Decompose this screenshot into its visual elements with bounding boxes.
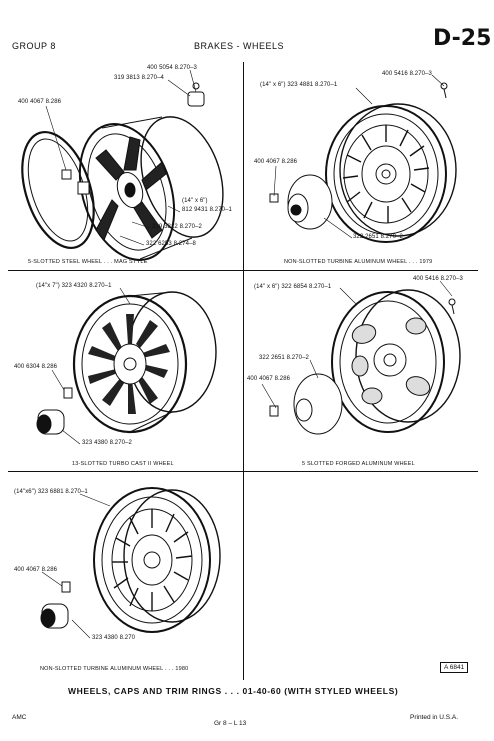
panel-caption: 5-SLOTTED STEEL WHEEL . . . MAG STYLE [28,259,148,265]
callout: 400 4067 8.286 [254,159,298,165]
panel-caption: 13-SLOTTED TURBO CAST II WHEEL [72,461,174,467]
footer-center: Gr 8 – L 13 [214,720,247,727]
callout: (14" x 6") 323 4881 8.270–1 [260,82,338,88]
steel-wheel-illustration [12,62,240,267]
callout: (14" x 6") 322 6854 8.270–1 [254,284,332,290]
callout: 322 2651 8.270–2 [259,355,309,361]
callout: (14"x6") 323 6881 8.270–1 [14,489,88,495]
section-title: BRAKES - WHEELS [194,41,285,51]
callout: 322 2651 8.270–2 [353,234,403,240]
turbine-wheel-1979-illustration [248,62,478,267]
group-label: GROUP 8 [12,41,56,51]
callout: 319 3813 8.270–4 [114,75,164,81]
panel-caption: NON-SLOTTED TURBINE ALUMINUM WHEEL . . .… [284,259,433,265]
turbine-wheel-1980-illustration [12,476,240,662]
callout: 812 9431 8.270–1 [182,207,232,213]
callout: 400 5054 8.270–3 [147,65,197,71]
footer-title: WHEELS, CAPS AND TRIM RINGS . . . 01-40-… [68,686,399,696]
callout: 319 3812 8.270–2 [152,224,202,230]
callout: 323 4380 8.270–2 [82,440,132,446]
callout: 400 5416 8.270–3 [382,71,432,77]
panel-caption: NON-SLOTTED TURBINE ALUMINUM WHEEL . . .… [40,666,189,672]
callout: 400 4067 8.286 [247,376,291,382]
callout: 322 6253 8.274–8 [146,241,196,247]
figure-reference: A 6841 [440,662,469,673]
callout: 323 4380 8.270 [92,635,136,641]
callout: (14"x 7") 323 4320 8.270–1 [36,283,112,289]
callout: 400 6304 8.286 [14,364,58,370]
footer-left: AMC [12,714,27,721]
page-code: D-25 [433,26,492,51]
grid-rule-center [243,62,244,680]
footer-right: Printed in U.S.A. [410,714,459,721]
callout: 400 5416 8.270–3 [413,276,463,282]
forged-aluminum-wheel-illustration [248,274,478,466]
panel-caption: 5 SLOTTED FORGED ALUMINUM WHEEL [302,461,415,467]
callout: 400 4067 8.286 [14,567,58,573]
turbo-cast-wheel-illustration [12,274,240,466]
callout: 400 4067 8.286 [18,99,62,105]
callout: (14" x 6") [182,198,208,204]
